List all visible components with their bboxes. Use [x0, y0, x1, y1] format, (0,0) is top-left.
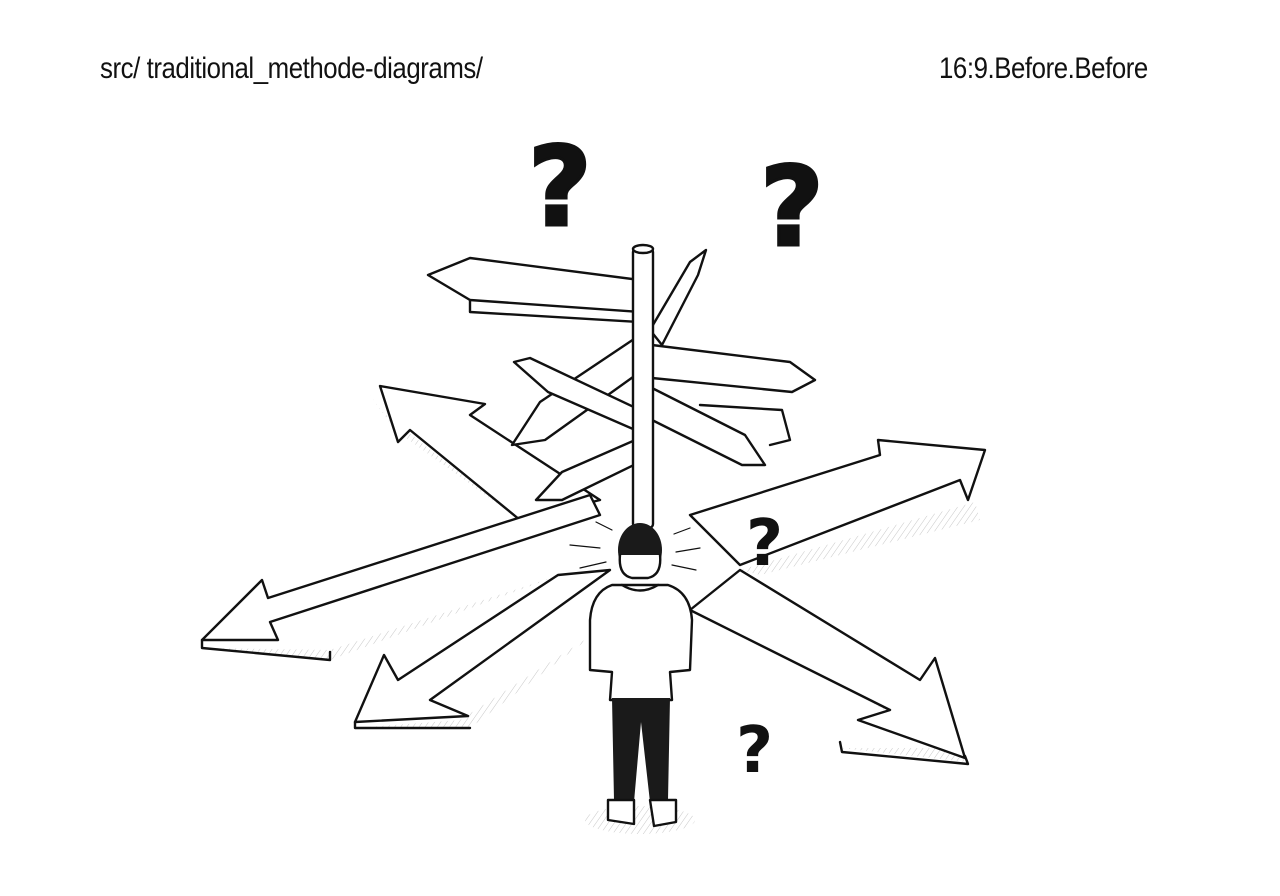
- signpost: [426, 243, 817, 530]
- question-mark-icon: ?: [760, 143, 824, 271]
- arrow-left: [200, 493, 602, 642]
- arrow-upper-right: [688, 438, 987, 567]
- question-mark-icon: ?: [736, 714, 773, 788]
- tension-lines: [569, 521, 701, 571]
- question-mark-icon: ?: [746, 507, 783, 581]
- sign-plank-back-left: [426, 256, 642, 314]
- question-mark-icon: ?: [528, 123, 592, 251]
- path-label: src/ traditional_methode-diagrams/: [100, 52, 483, 85]
- sign-pole: [631, 246, 655, 530]
- person-shoe-left: [606, 798, 636, 826]
- sign-plank-right: [650, 343, 817, 394]
- person-trousers: [612, 698, 670, 802]
- ground-arrows: [200, 384, 987, 766]
- arrow-lower-right: [688, 568, 967, 760]
- person-shirt: [588, 583, 694, 702]
- sign-plank-back-right: [648, 248, 708, 347]
- arrow-lower-left: [353, 568, 612, 724]
- sign-plank-right-lower: [650, 386, 767, 467]
- person-shoe-right: [648, 798, 678, 828]
- question-marks: ? ? ? ?: [527, 122, 826, 789]
- person: [588, 523, 694, 828]
- aspect-label: 16:9.Before.Before: [939, 52, 1148, 85]
